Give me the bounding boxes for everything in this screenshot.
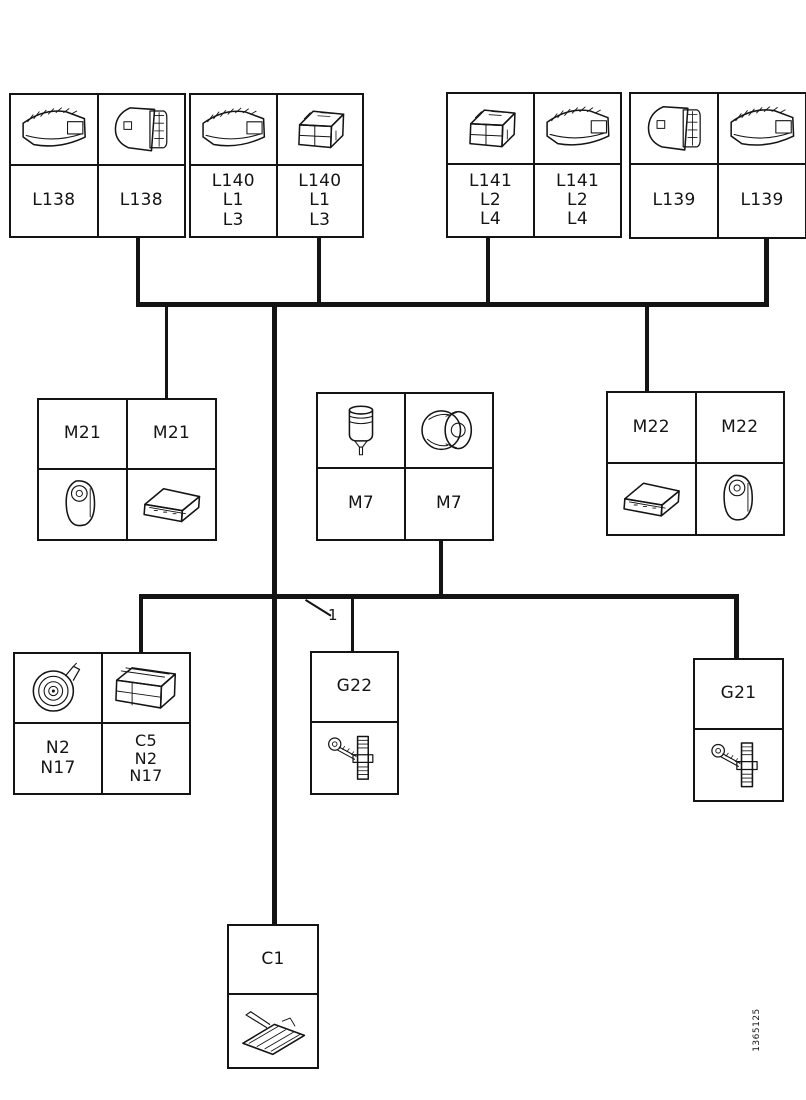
relay-box-icon <box>623 482 680 517</box>
oval-sensor-icon <box>722 474 753 521</box>
l138-connector-image-2 <box>97 94 185 165</box>
g22-ground-image <box>311 722 398 794</box>
l141-connector-image-2 <box>534 93 621 164</box>
round-motor-icon <box>421 410 473 451</box>
ground-stud-icon <box>328 735 374 781</box>
trunk-line-upper <box>272 307 277 595</box>
junction-assembly-icon <box>242 1011 306 1056</box>
m21-component-image-2 <box>127 469 216 540</box>
component-group-n2: N2 N17 C5 N2 N17 <box>13 652 191 795</box>
drop-line-l139 <box>764 237 769 304</box>
drop-line-m21 <box>165 307 168 399</box>
l141-connector-image-1 <box>447 93 534 164</box>
l141-label-2: L141 L2 L4 <box>534 164 621 237</box>
pump-motor-icon <box>348 405 374 456</box>
component-group-c1: C1 <box>227 924 319 1069</box>
l140-connector-image-2 <box>276 94 363 165</box>
cylinder-connector-icon <box>647 106 701 151</box>
m22-component-image-2 <box>695 463 784 535</box>
drop-line-m22 <box>645 307 649 392</box>
component-group-m7: M7 M7 <box>316 392 494 541</box>
trunk-line-lower <box>272 599 277 925</box>
connector-group-l141: L141 L2 L4 L141 L2 L4 <box>446 92 622 238</box>
ground-point-group-g22: G22 <box>310 651 399 795</box>
l140-label-2: L140 L1 L3 <box>276 165 363 237</box>
l139-connector-image-2 <box>718 93 806 164</box>
relay-big-icon <box>115 667 177 709</box>
n2-label-2: C5 N2 N17 <box>102 723 190 794</box>
c1-component-image <box>228 994 318 1068</box>
drop-line-n2 <box>139 599 143 653</box>
ground-stud-icon <box>711 742 758 788</box>
m7-component-image-1 <box>317 393 405 468</box>
drop-line-l138 <box>136 238 140 304</box>
drop-line-l140 <box>317 237 321 304</box>
document-id: 1365125 <box>752 1008 762 1052</box>
g21-label: G21 <box>694 659 783 729</box>
wedge-connector-icon <box>202 107 266 147</box>
l139-label-2: L139 <box>718 164 806 238</box>
block-connector-icon <box>298 110 345 149</box>
connector-group-l140: L140 L1 L3 L140 L1 L3 <box>189 93 364 238</box>
l138-label-1: L138 <box>10 165 98 237</box>
m22-label-2: M22 <box>695 392 784 463</box>
drop-line-m7 <box>439 539 443 595</box>
block-connector-icon <box>469 109 516 148</box>
l140-label-1: L140 L1 L3 <box>190 165 277 237</box>
m21-label-1: M21 <box>38 399 127 469</box>
component-group-m22: M22 M22 <box>606 391 785 536</box>
ground-point-group-g21: G21 <box>693 658 784 802</box>
bus-line-top <box>136 302 769 307</box>
callout-label: 1 <box>328 606 338 624</box>
m22-label-1: M22 <box>607 392 696 463</box>
n2-label-1: N2 N17 <box>14 723 102 794</box>
n2-component-image-2 <box>102 653 190 723</box>
cylinder-connector-icon <box>115 107 168 152</box>
m7-label-2: M7 <box>405 468 493 540</box>
wedge-connector-icon <box>730 106 795 146</box>
m21-component-image-1 <box>38 469 127 540</box>
g21-ground-image <box>694 729 783 801</box>
l140-connector-image-1 <box>190 94 277 165</box>
connector-group-l138: L138 L138 <box>9 93 186 238</box>
wedge-connector-icon <box>22 107 86 147</box>
drop-line-l141 <box>486 237 490 304</box>
m22-component-image-1 <box>607 463 696 535</box>
l141-label-1: L141 L2 L4 <box>447 164 534 237</box>
drop-line-g21 <box>734 599 739 659</box>
n2-component-image-1 <box>14 653 102 723</box>
oval-sensor-icon <box>65 480 96 527</box>
connector-group-l139: L139 L139 <box>629 92 806 239</box>
wedge-connector-icon <box>546 106 610 146</box>
l138-label-2: L138 <box>97 165 185 237</box>
m7-component-image-2 <box>405 393 493 468</box>
l138-connector-image-1 <box>10 94 98 165</box>
horn-icon <box>32 662 81 712</box>
drop-line-g22 <box>351 599 354 652</box>
relay-box-icon <box>143 488 201 523</box>
m21-label-2: M21 <box>127 399 216 469</box>
l139-label-1: L139 <box>630 164 718 238</box>
bus-line-lower <box>139 594 739 599</box>
l139-connector-image-1 <box>630 93 718 164</box>
g22-label: G22 <box>311 652 398 722</box>
component-group-m21: M21 M21 <box>37 398 217 541</box>
c1-label: C1 <box>228 925 318 994</box>
m7-label-1: M7 <box>317 468 405 540</box>
